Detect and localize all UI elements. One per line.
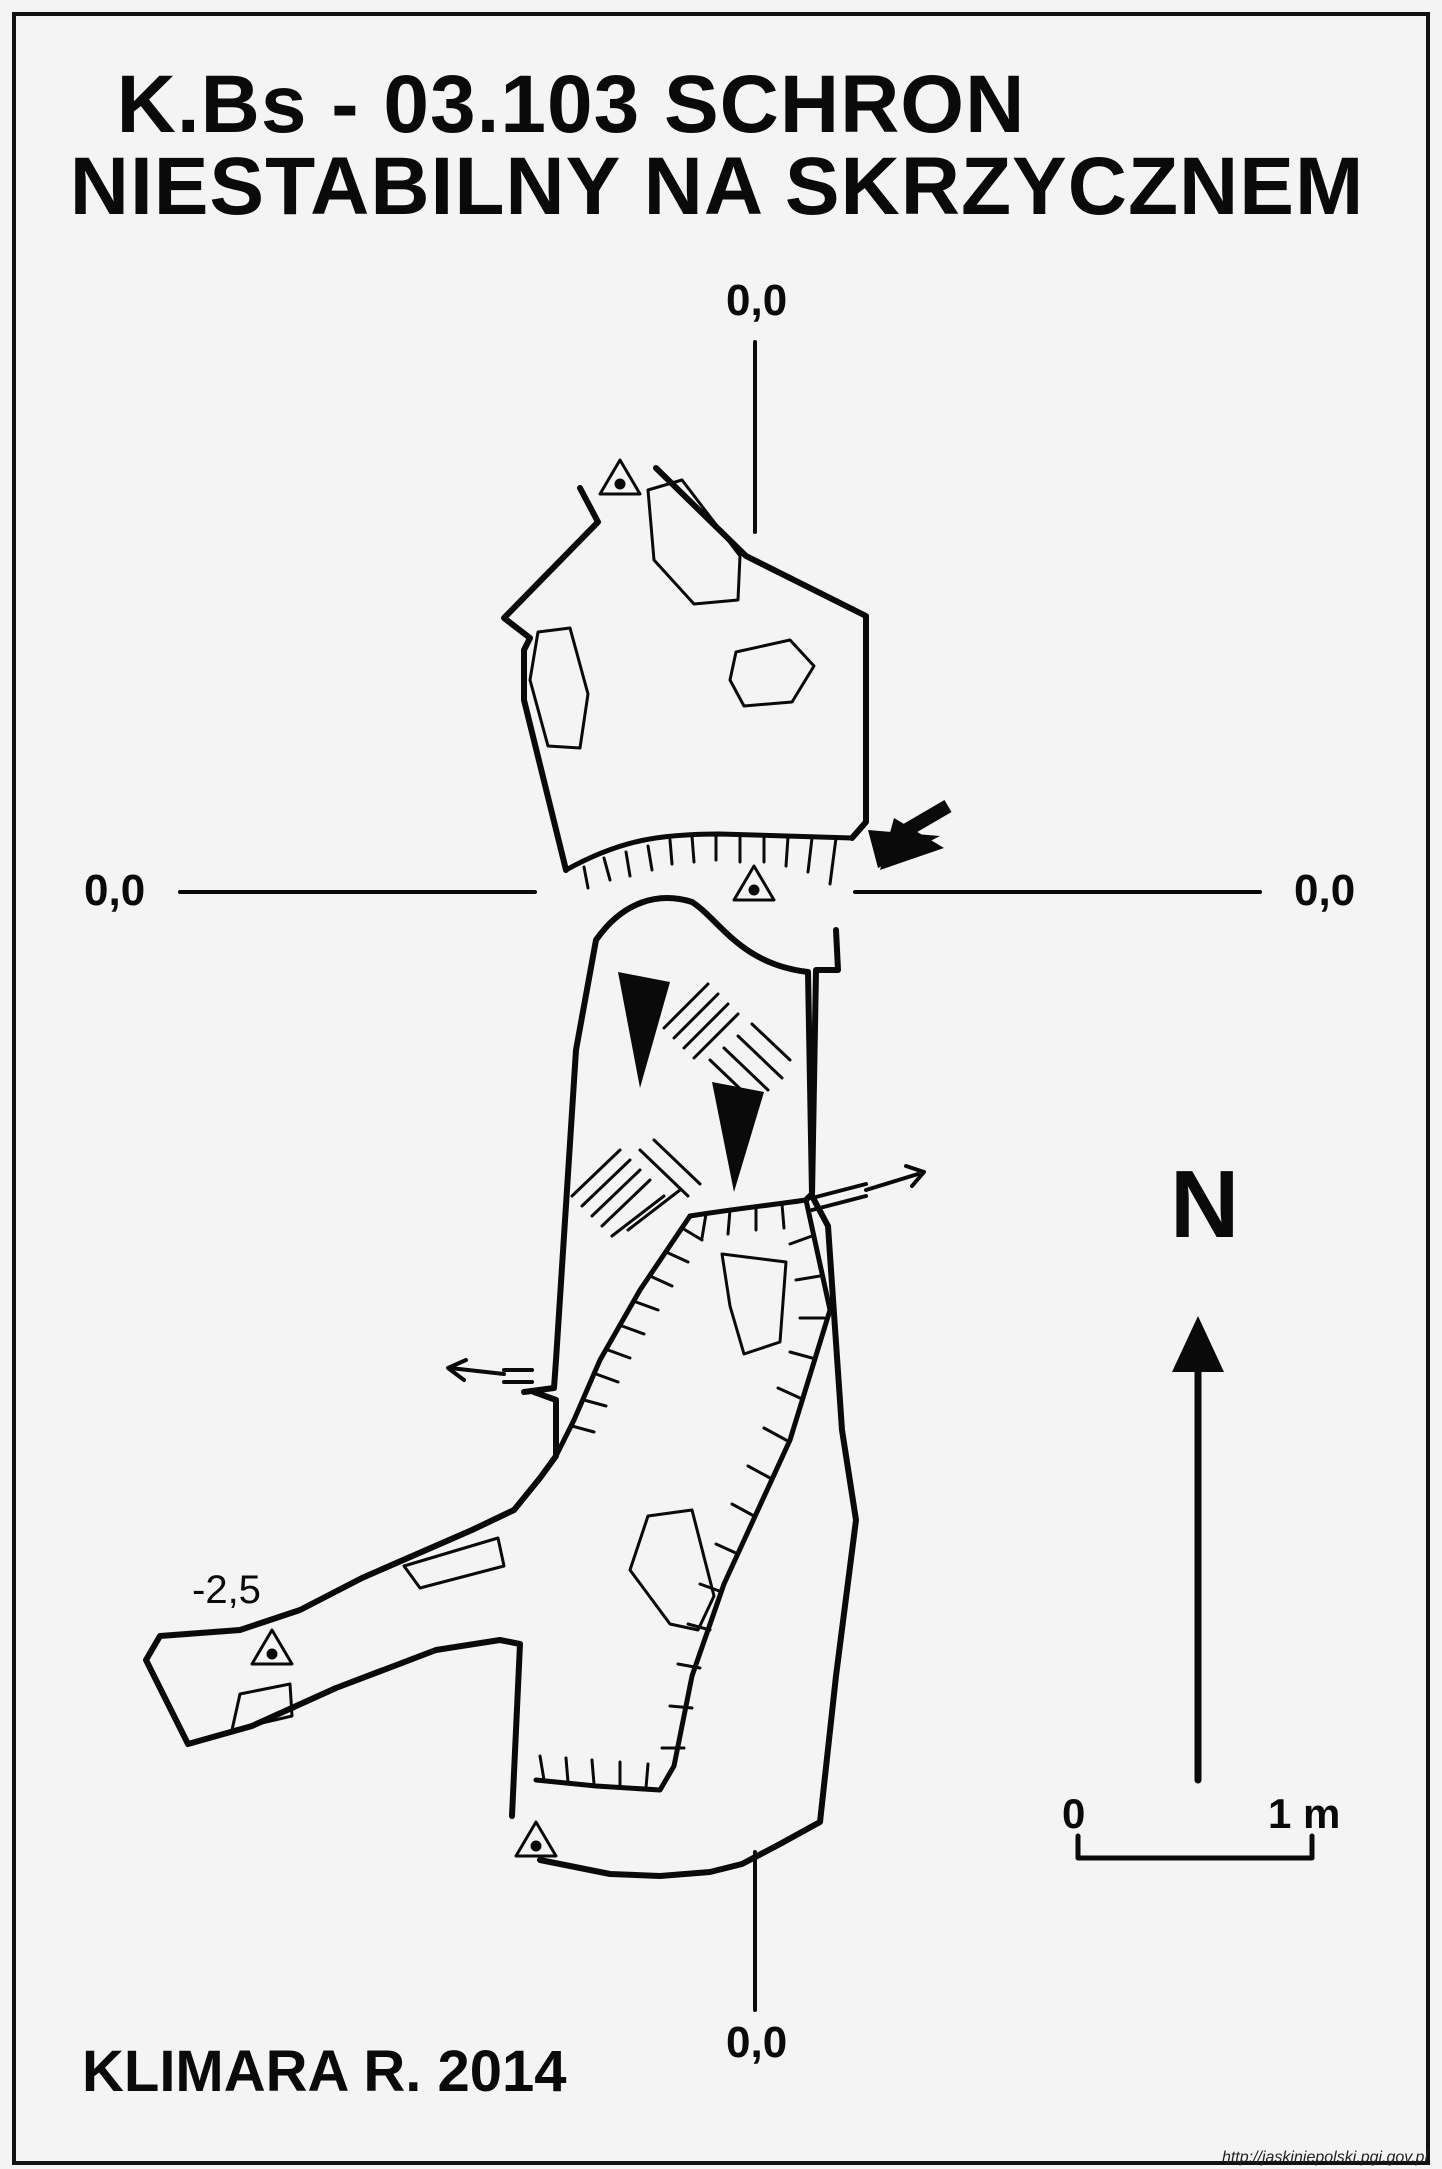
slope-hachures (538, 1202, 826, 1790)
passage-west-wall (521, 895, 695, 1395)
scale-end-label: 1 m (1268, 1790, 1341, 1837)
upper-ledge-hachures (582, 833, 838, 890)
datum-label-right: 0,0 (1294, 866, 1356, 915)
slope-edge (533, 1197, 833, 1793)
debris-hatching (570, 982, 792, 1238)
depth-label: -2,5 (192, 1568, 261, 1612)
boulder (528, 626, 590, 750)
boulder (646, 478, 742, 606)
scale-start-label: 0 (1062, 1790, 1086, 1837)
west-slope (553, 1213, 693, 1459)
west-slope-hachures (570, 1226, 704, 1434)
survey-station-4 (514, 1820, 558, 1858)
map-title-line-1: K.Bs - 03.103 SCHRON (116, 59, 1026, 150)
survey-station-1 (598, 458, 642, 496)
survey-station-3 (250, 1628, 294, 1666)
north-label: N (1170, 1151, 1240, 1258)
map-title-line-2: NIESTABILNY NA SKRZYCZNEM (69, 141, 1365, 232)
author-credit: KLIMARA R. 2014 (82, 2039, 567, 2104)
passage-east-outer-wall (537, 927, 859, 1879)
map-border (12, 12, 1430, 2165)
boulder (728, 638, 816, 708)
north-arrow-icon (1172, 1316, 1224, 1784)
upper-boulders (528, 478, 816, 750)
scale-bar (1075, 1833, 1315, 1861)
datum-label-bottom: 0,0 (726, 2018, 788, 2067)
survey-stations (250, 458, 776, 1858)
upper-chamber-west-wall (501, 485, 601, 873)
entrance-arrow-icon (868, 799, 952, 870)
descent-arrow-icon (618, 972, 670, 1088)
boulder (628, 1508, 716, 1632)
central-passage (143, 895, 859, 1879)
boulder (720, 1252, 788, 1356)
side-passage-east (810, 1164, 926, 1212)
lower-boulders (230, 1252, 788, 1732)
source-url: http://jaskiniepolski.pgi.gov.pl (1221, 2149, 1428, 2166)
descent-arrow-icon (712, 1082, 764, 1192)
survey-station-2 (732, 864, 776, 902)
upper-chamber-east-wall (653, 465, 869, 841)
west-slope-edge (553, 1213, 693, 1459)
upper-chamber-ledge (563, 831, 855, 873)
datum-label-top: 0,0 (726, 276, 788, 325)
side-passage-west (446, 1358, 534, 1384)
boulder (230, 1682, 294, 1732)
passage-slope (533, 1197, 833, 1793)
passage-east-wall (689, 899, 815, 1203)
datum-cross (178, 340, 1262, 2012)
boulder (402, 1536, 506, 1590)
datum-label-left: 0,0 (84, 866, 146, 915)
descent-markers (618, 972, 764, 1192)
passage-south-west-wall (143, 1389, 559, 1819)
